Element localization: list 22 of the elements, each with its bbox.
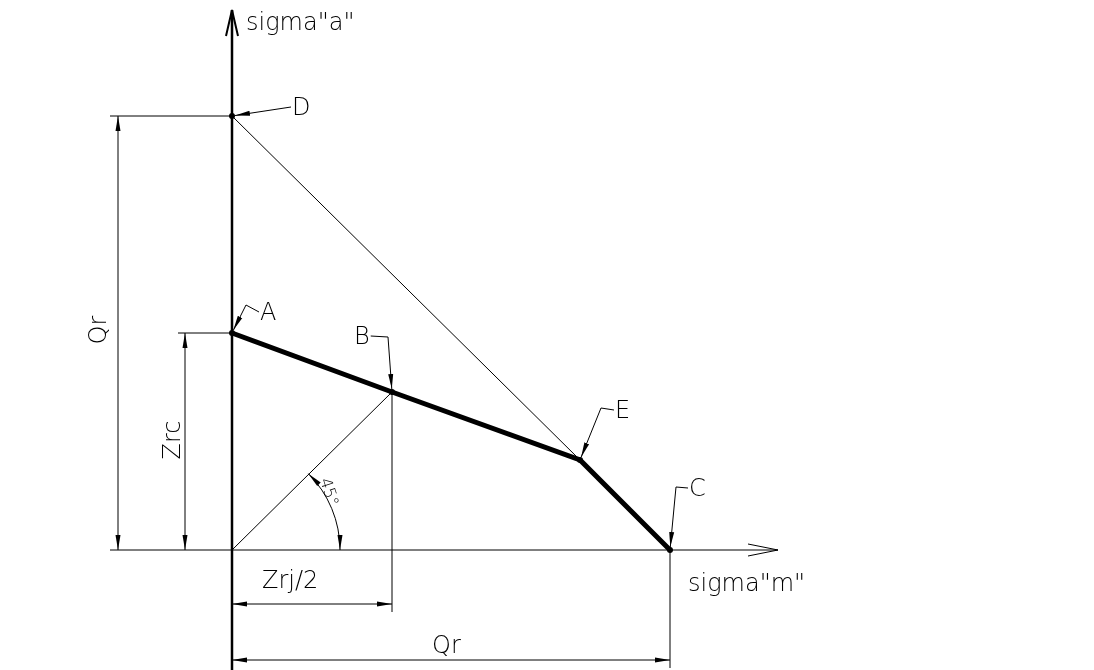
vertex-point bbox=[229, 113, 235, 119]
leader-line bbox=[370, 335, 394, 390]
vertex-point bbox=[577, 457, 583, 463]
dimension-label: Qr bbox=[432, 633, 461, 657]
point-label: D bbox=[292, 95, 311, 119]
point-label: E bbox=[615, 398, 631, 422]
point-label: A bbox=[260, 300, 277, 324]
axis-label: sigma"m" bbox=[688, 571, 806, 595]
point-label: C bbox=[689, 476, 706, 500]
point-label: B bbox=[354, 324, 370, 348]
leader-line bbox=[580, 407, 615, 458]
vertex-point bbox=[389, 389, 395, 395]
axis-label: sigma"a" bbox=[246, 10, 355, 34]
vertex-point bbox=[229, 330, 235, 336]
leader-line bbox=[234, 106, 292, 117]
leader-line bbox=[232, 304, 260, 331]
leader-line bbox=[669, 486, 689, 548]
dimension-label: Zrc bbox=[160, 420, 184, 460]
vertex-point bbox=[667, 547, 673, 553]
dimension-label: Zrj/2 bbox=[262, 568, 319, 592]
angle-label: 45° bbox=[317, 476, 342, 508]
dimension-label: Qr bbox=[85, 315, 110, 345]
